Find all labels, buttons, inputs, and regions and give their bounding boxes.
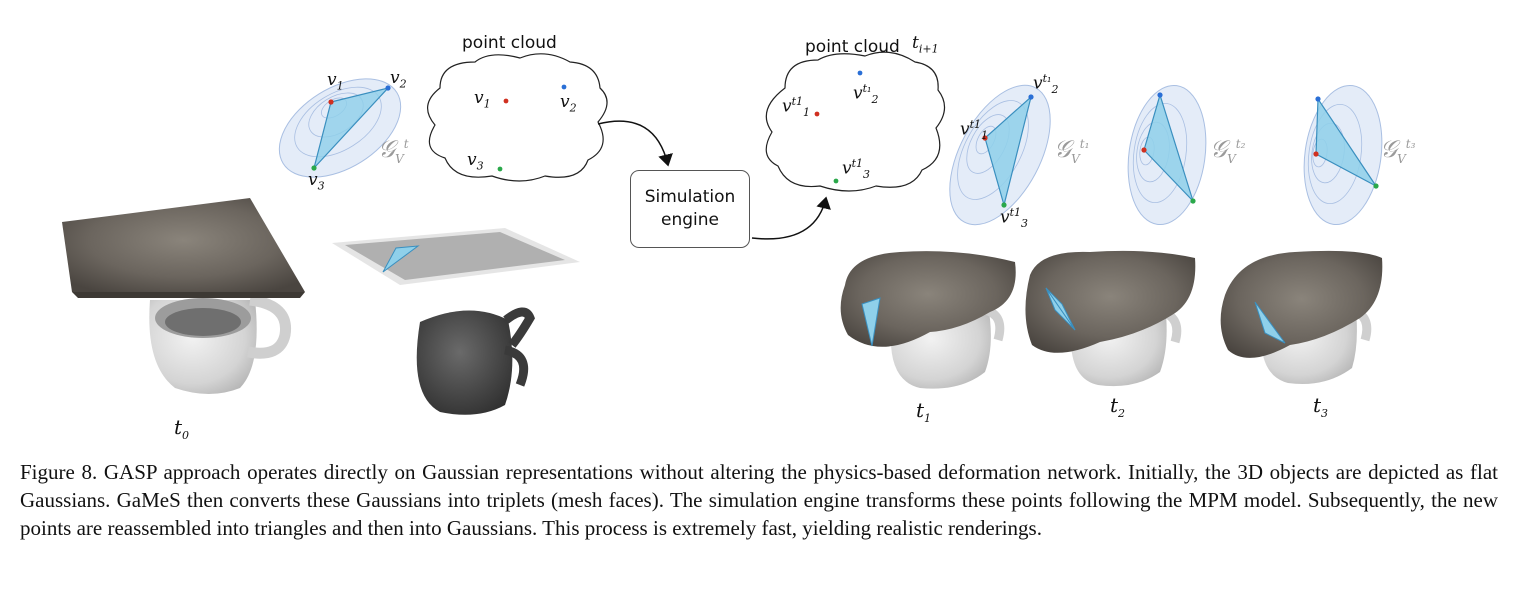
gaussian-ellipse-t (278, 78, 402, 178)
figure-caption: Figure 8. GASP approach operates directl… (20, 460, 1498, 540)
render-t3 (1220, 250, 1383, 384)
cloth-mug-t0 (62, 198, 305, 394)
v3-label-ellipse: v3 (308, 170, 325, 193)
figure-panel: point cloud point cloud ti+1 Simulation … (62, 33, 1416, 442)
point-cloud-left-bubble (427, 53, 608, 182)
t0-label: t0 (174, 415, 190, 442)
render-t1 (840, 251, 1016, 389)
v3-label-cloud: v3 (467, 150, 484, 173)
t3-label: t3 (1313, 393, 1329, 420)
g-v-t1-label: 𝒢Vt₁ (1054, 135, 1090, 166)
v2-label-ellipse: v2 (390, 68, 407, 91)
point-cloud-mug (416, 307, 535, 415)
figure-graphics (62, 51, 1383, 415)
arrow-from-engine (751, 196, 831, 240)
v1-label-ellipse: v1 (327, 70, 344, 93)
gaussian-ellipse-t3 (1303, 84, 1383, 226)
t1-label: t1 (916, 398, 932, 425)
gaussian-ellipse-t1 (949, 84, 1051, 226)
v2-label-cloud: v2 (560, 92, 577, 115)
simulation-engine-label: Simulation engine (644, 187, 736, 230)
arrow-to-engine (597, 120, 673, 167)
gaussian-ellipse-t2 (1127, 84, 1207, 226)
point-cloud-right-bubble (765, 51, 946, 192)
v3-t1-label-ellipse: vt13 (1000, 206, 1029, 231)
v1-label-cloud: v1 (474, 88, 491, 111)
v1-t1-label-cloud: vt11 (782, 95, 811, 120)
g-v-t2-label: 𝒢Vt₂ (1210, 135, 1246, 166)
point-cloud-right-label: point cloud (805, 37, 900, 57)
v2-t1-label-cloud: vt₁2 (853, 82, 879, 107)
v3-t1-label-cloud: vt13 (842, 157, 871, 182)
v2-t1-label-ellipse: vt₁2 (1033, 72, 1059, 97)
simulation-engine-box: Simulation engine (630, 170, 750, 248)
g-v-t-label: 𝒢Vt (378, 135, 409, 166)
point-cloud-left-label: point cloud (462, 33, 557, 53)
t2-label: t2 (1110, 393, 1126, 420)
t-next-label: ti+1 (912, 33, 939, 56)
v1-t1-label-ellipse: vt11 (960, 118, 989, 143)
point-cloud-cloth (332, 228, 580, 285)
g-v-t3-label: 𝒢Vt₃ (1380, 135, 1416, 166)
render-t2 (1025, 250, 1196, 387)
